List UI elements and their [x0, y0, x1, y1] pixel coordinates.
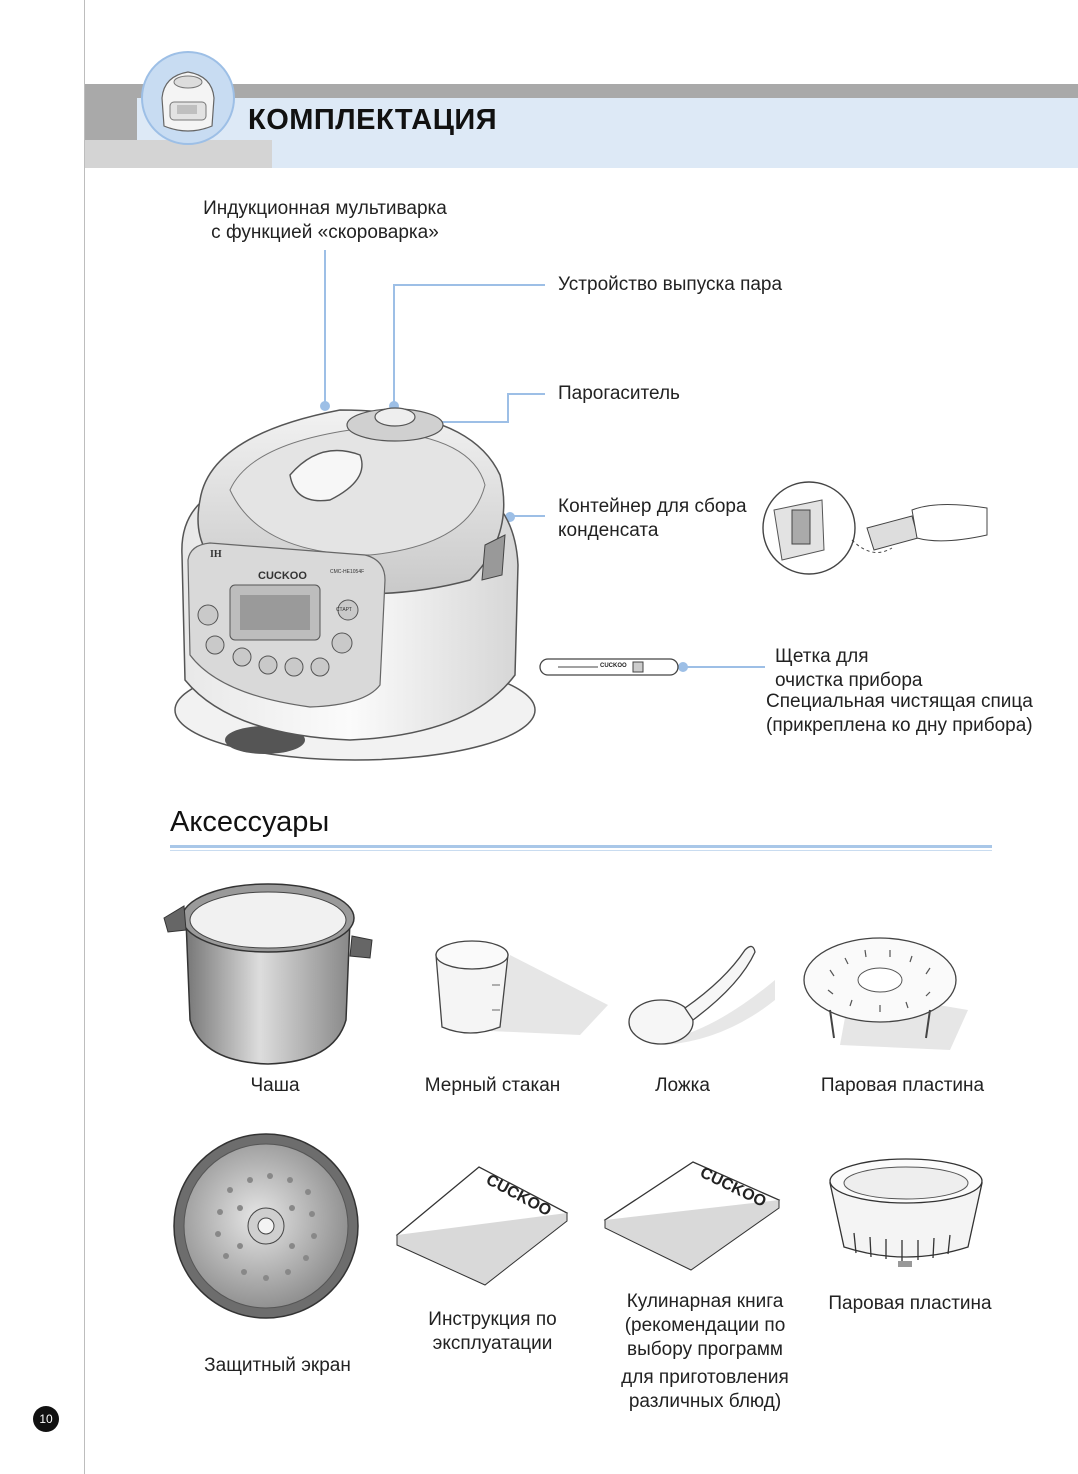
shield-label: Защитный экран: [204, 1355, 351, 1376]
header-bar-blue: [272, 98, 1078, 168]
accessories-rule-thin: [170, 850, 992, 851]
steam-damper-label: Парогаситель: [558, 383, 680, 404]
manual-label: Инструкция по эксплуатации: [410, 1308, 575, 1356]
panel-brand-text: CUCKOO: [258, 570, 307, 582]
spoke-label: Специальная чистящая спица (прикреплена …: [766, 690, 1033, 738]
spoke-label-line1: Специальная чистящая спица: [766, 691, 1033, 712]
steam-release-label: Устройство выпуска пара: [558, 274, 783, 295]
cookbook-label-line4: для приготовления: [621, 1367, 789, 1388]
header-bar-top: [85, 84, 1078, 98]
bowl-label: Чаша: [250, 1075, 300, 1096]
measuring-cup-illustration: [435, 940, 608, 1035]
steam-plate-label-1: Паровая пластина: [820, 1075, 985, 1096]
brush-label-line1: Щетка для: [775, 646, 869, 667]
manual-book-illustration: CUCKOO: [395, 1166, 569, 1286]
cookbook-label-line5: различных блюд): [628, 1391, 782, 1412]
multicooker-illustration: IH CUCKOO CMC-HE1054F СТАРТ: [174, 407, 536, 761]
main-product-label: Индукционная мультиварка с функцией «ско…: [180, 197, 470, 245]
panel-start-text: СТАРТ: [336, 607, 352, 613]
accessories-heading: Аксессуары: [170, 806, 330, 838]
steam-basket-illustration: [829, 1158, 983, 1267]
page-margin-line: [84, 0, 85, 1474]
header-block-bottom: [85, 140, 272, 168]
main-product-label-line1: Индукционная мультиварка: [203, 198, 447, 219]
cleaning-brush-illustration: CUCKOO: [539, 658, 679, 676]
brush-label-line2: очистка прибора: [775, 670, 923, 691]
cookbook-label-line2: (рекомендации по: [624, 1315, 786, 1336]
accessories-rule: [170, 845, 992, 848]
condensate-label-line2: конденсата: [558, 520, 659, 541]
spoon-illustration: [628, 945, 775, 1045]
spoon-label: Ложка: [655, 1075, 710, 1096]
shield-illustration: [173, 1133, 359, 1319]
cookbook-illustration: CUCKOO: [603, 1161, 781, 1271]
bowl-illustration: [163, 883, 373, 1065]
page-title: КОМПЛЕКТАЦИЯ: [248, 104, 498, 136]
spoke-label-line2: (прикреплена ко дну прибора): [766, 715, 1033, 736]
cookbook-label-line3: выбору программ: [627, 1339, 783, 1360]
cookbook-label-line1: Кулинарная книга: [626, 1291, 784, 1312]
panel-ih-text: IH: [210, 549, 222, 560]
panel-model-text: CMC-HE1054F: [330, 569, 364, 575]
header-block-left: [85, 84, 137, 140]
steam-plate-label-2: Паровая пластина: [828, 1293, 992, 1314]
manual-label-line2: эксплуатации: [432, 1333, 553, 1354]
cookbook-label: Кулинарная книга (рекомендации по выбору…: [600, 1290, 810, 1414]
condensate-detail-illustration: [762, 481, 988, 575]
brush-brand-text: CUCKOO: [600, 663, 627, 669]
steam-plate-illustration: [803, 937, 968, 1050]
page-number: 10: [33, 1406, 59, 1432]
condensate-label: Контейнер для сбора конденсата: [558, 495, 747, 543]
main-product-label-line2: с функцией «скороварка»: [211, 222, 439, 243]
header-cooker-thumbnail: [141, 51, 235, 145]
manual-label-line1: Инструкция по: [428, 1309, 557, 1330]
brush-label: Щетка для очистка прибора: [775, 645, 923, 693]
condensate-label-line1: Контейнер для сбора: [558, 496, 747, 517]
cup-label: Мерный стакан: [424, 1075, 561, 1096]
